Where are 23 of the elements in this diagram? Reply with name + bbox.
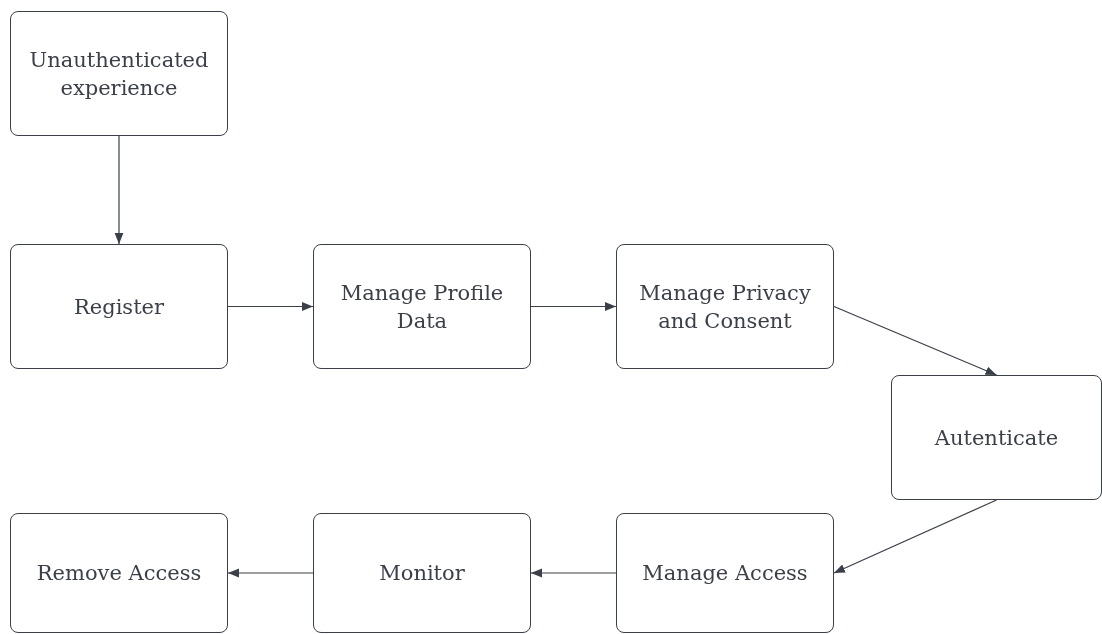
arrow xyxy=(227,568,314,578)
process-box xyxy=(10,244,228,369)
arrow xyxy=(833,305,998,376)
arrow xyxy=(530,568,617,578)
process-box xyxy=(616,513,834,633)
node-label: Manage Profile Data xyxy=(339,279,505,335)
arrow xyxy=(114,135,124,245)
process-box xyxy=(10,513,228,633)
arrow xyxy=(227,302,314,311)
process-box xyxy=(616,244,834,369)
process-box xyxy=(10,11,228,136)
node-label: Unauthenticated experience xyxy=(28,46,210,102)
process-box xyxy=(313,244,531,369)
node-label: Manage Privacy and Consent xyxy=(638,279,812,335)
node-label: Monitor xyxy=(378,560,466,587)
node-label: Remove Access xyxy=(35,560,203,587)
process-box xyxy=(313,513,531,633)
node-label: Autenticate xyxy=(933,424,1060,452)
node-label: Manage Access xyxy=(641,560,809,587)
arrow xyxy=(833,499,998,574)
arrow xyxy=(530,302,617,311)
node-label: Register xyxy=(72,293,166,321)
process-box xyxy=(891,375,1102,500)
